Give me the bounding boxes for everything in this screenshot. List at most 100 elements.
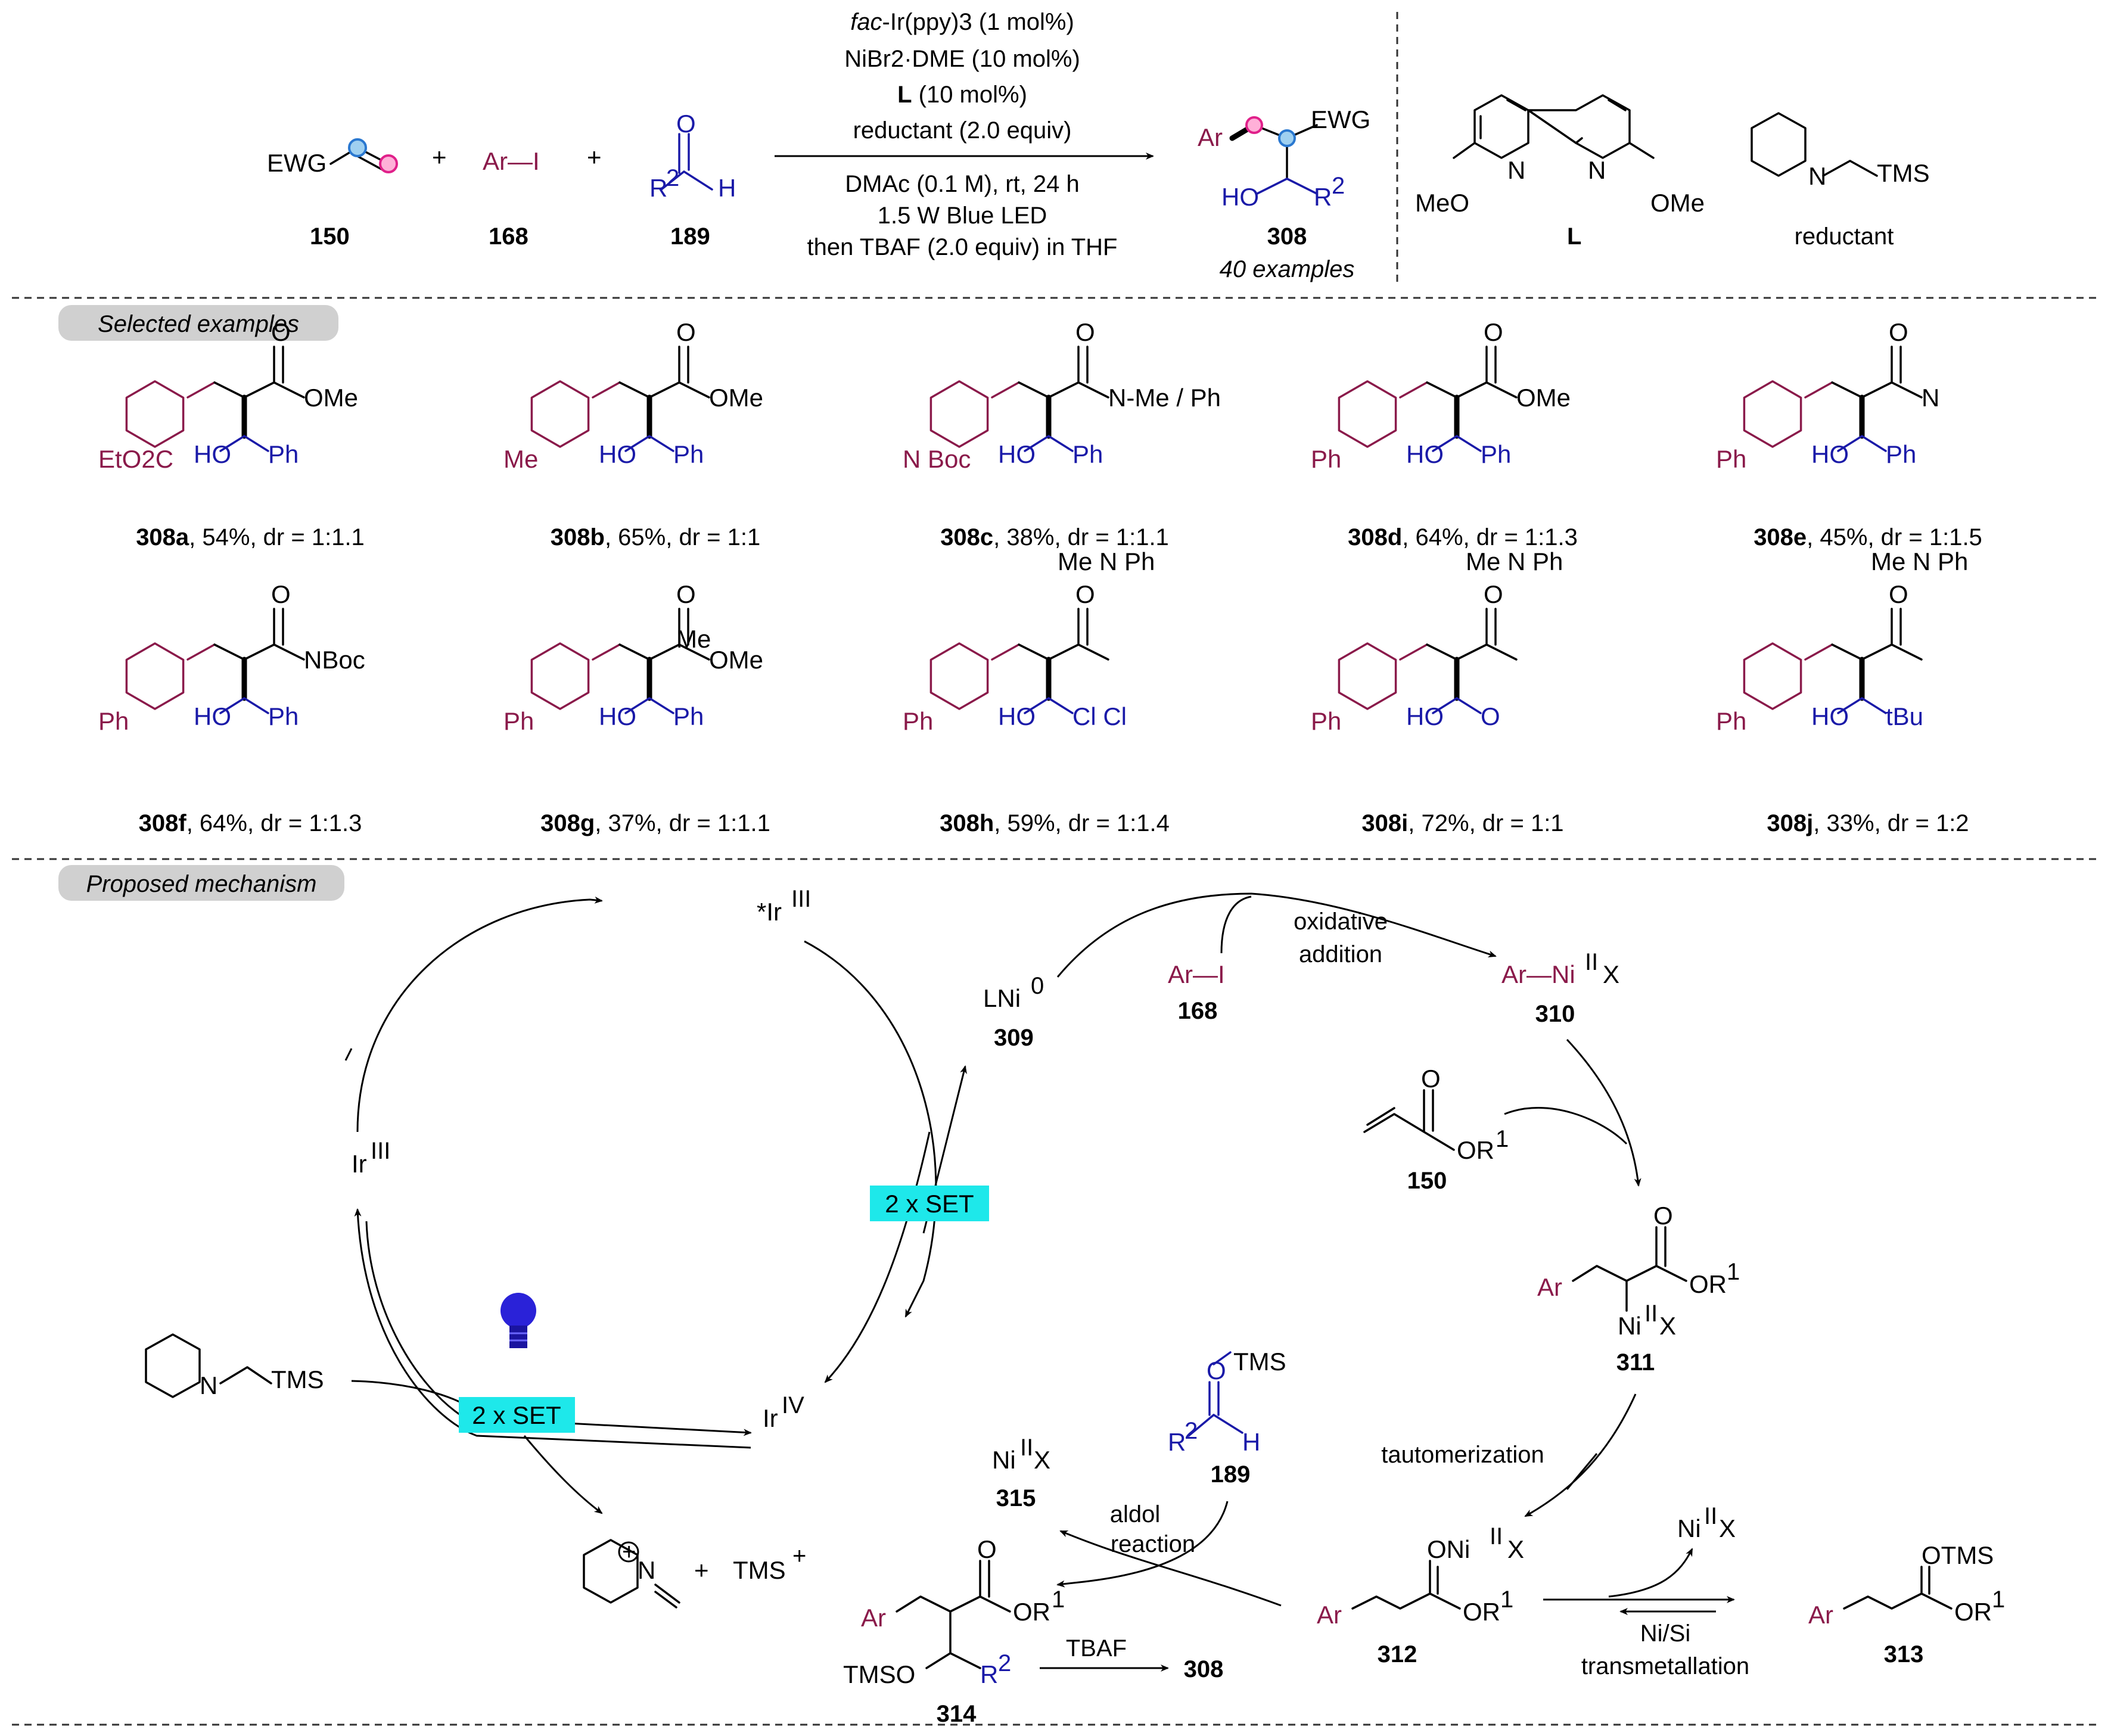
carbonyl-o: O [676,580,696,608]
examples-count: 40 examples [1220,256,1355,282]
hydroxyl-label: HO [599,440,636,468]
hydroxyl-label: HO [194,440,231,468]
aryl-ring [1338,380,1397,448]
condition-solvent: DMAc (0.1 M), rt, 24 h [845,171,1079,197]
section-pill-mechanism [58,865,344,901]
compound-id-189: 189 [670,223,710,250]
aryl-substituent: Me [503,445,538,473]
aryl-substituent: Ph [1716,445,1746,473]
svg-text:Ar: Ar [1537,1273,1562,1301]
svg-text:OR: OR [1463,1598,1500,1626]
svg-text:1: 1 [1052,1586,1065,1613]
svg-text:L (10 mol%): L (10 mol%) [897,82,1027,108]
svg-text:+: + [694,1556,709,1584]
example-caption-308f: 308f, 64%, dr = 1:1.3 [139,810,362,836]
aryl-ring [530,642,590,710]
tbaf-label: TBAF [1066,1635,1127,1662]
nisi-label: Ni/Si [1640,1620,1690,1647]
ester-label: OMe [1516,384,1571,412]
svg-text:II: II [1704,1503,1717,1529]
r-group-label: Ph [268,702,299,730]
compound-id-310: 310 [1535,1001,1575,1027]
aldol-label: aldol [1110,1501,1161,1527]
svg-text:Ar: Ar [1808,1601,1833,1629]
example-caption-308j: 308j, 33%, dr = 1:2 [1767,810,1969,836]
hydroxyl-label: HO [998,702,1036,730]
aldehyde-o: O [676,110,696,138]
reductant-oxidation: N TMS 2 x SET + N + TMS + [145,1293,806,1609]
carbonyl-o: O [676,318,696,346]
compound-id-309: 309 [994,1025,1034,1051]
svg-text:OR: OR [1689,1270,1727,1298]
svg-text:1: 1 [1496,1126,1509,1152]
compound-id-311: 311 [1616,1349,1655,1376]
svg-text:N: N [638,1556,655,1584]
hydroxyl-label: HO [194,702,231,730]
svg-text:0: 0 [1031,973,1044,999]
svg-text:H: H [1242,1428,1260,1456]
compound-id-308-mech: 308 [1184,1656,1224,1682]
example-caption-308h: 308h, 59%, dr = 1:1.4 [940,810,1170,836]
r-group-label: Ph [1072,440,1103,468]
svg-text:X: X [1659,1312,1676,1340]
ligand-meo: MeO [1415,189,1469,217]
aryl-iodide-label: Ar—I [483,147,540,175]
svg-text:1: 1 [1727,1259,1740,1285]
svg-text:Ar: Ar [861,1604,886,1632]
svg-text:II: II [1644,1301,1658,1327]
aryl-ring [125,642,185,710]
ligand-n2: N [1588,156,1606,184]
svg-text:OTMS: OTMS [1922,1541,1994,1569]
set-box-2 [459,1397,575,1433]
amide-label: Me N Ph [1466,547,1563,575]
hydroxyl-label: HO [1406,702,1444,730]
r-group-label: tBu [1886,702,1923,730]
ester-label: N-Me / Ph [1108,384,1221,412]
ester-label: NBoc [304,646,365,674]
hydroxyl-label: HO [1406,440,1444,468]
r-group-label: Ph [268,440,299,468]
ir3-label: Ir [352,1150,367,1178]
condition-reductant: reductant (2.0 equiv) [853,117,1072,144]
example-caption-308g: 308g, 37%, dr = 1:1.1 [540,810,770,836]
tautomerization-label: tautomerization [1381,1442,1544,1468]
ester-label: OMe [709,646,763,674]
example-caption-308e: 308e, 45%, dr = 1:1.5 [1754,524,1982,550]
amide-label: Me N Ph [1058,547,1155,575]
section-pill-examples [58,305,338,341]
reactant-189: O R 2 H 189 [649,110,736,250]
reductant-label: reductant [1795,223,1894,250]
transmetallation-label: transmetallation [1581,1653,1749,1679]
svg-text:TMS: TMS [271,1365,324,1393]
carbonyl-o: O [1075,318,1095,346]
r-group-label: Ph [1886,440,1916,468]
svg-text:Ni: Ni [992,1446,1016,1474]
reductant-n: N [1808,162,1826,190]
aldehyde-h: H [718,174,736,202]
svg-text:fac-Ir(ppy)3 (1 mol%): fac-Ir(ppy)3 (1 mol%) [850,9,1074,35]
aryl-substituent: Ph [1311,445,1341,473]
svg-text:R: R [1168,1428,1186,1456]
ester-label: N [1922,384,1939,412]
svg-text:Ni: Ni [1677,1514,1701,1542]
ligand-L: N N MeO OMe L [1415,94,1705,250]
svg-text:Ar: Ar [1317,1601,1342,1629]
aryl-substituent: Ph [98,707,129,735]
aryl-substituent: Ph [903,707,933,735]
hydroxyl-label: HO [1811,702,1849,730]
top-scheme: EWG 150 + Ar—I 168 + O R 2 H 189 fac-Ir(… [267,9,1930,283]
svg-text:O: O [977,1535,997,1563]
carbonyl-o: O [271,580,291,608]
aryl-ring [1338,642,1397,710]
r-group-label: Ph [1481,440,1511,468]
reactant-150: EWG 150 [267,138,398,250]
carbonyl-o: O [1484,318,1503,346]
hydroxyl-label: HO [599,702,636,730]
compound-id-315: 315 [996,1485,1036,1511]
ir-excited-label: *Ir [757,898,782,926]
